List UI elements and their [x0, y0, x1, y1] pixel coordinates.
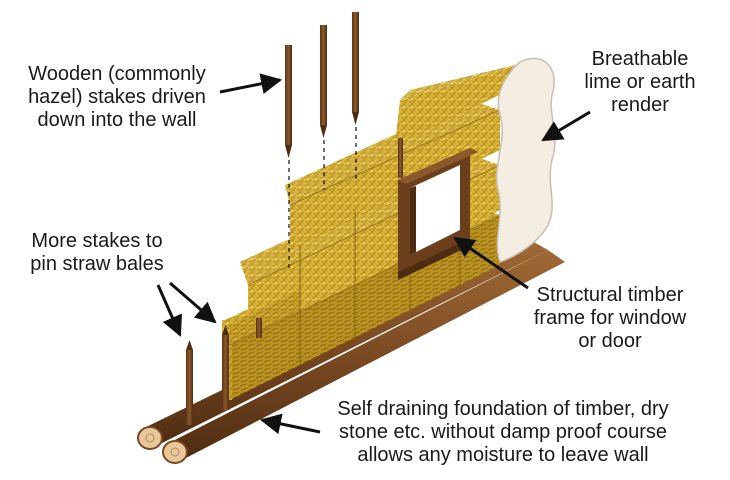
label-wooden-stakes: Wooden (commonly hazel) stakes driven do…: [8, 63, 226, 132]
label-line: Structural timber: [536, 284, 684, 306]
label-line: Breathable: [591, 48, 689, 70]
label-line: stone etc. without damp proof course: [339, 421, 667, 443]
arrow-stakes-top: [219, 73, 283, 95]
arrow-frame: [453, 236, 529, 290]
label-more-stakes: More stakes to pin straw bales: [12, 230, 182, 276]
arrow-stakes-side-2: [169, 281, 217, 324]
lime-render: [495, 57, 556, 263]
label-line: lime or earth: [584, 71, 696, 93]
stake-1: [285, 45, 292, 270]
label-line: frame for window: [533, 307, 687, 329]
label-line: More stakes to: [31, 230, 163, 252]
arrow-render: [541, 110, 591, 142]
label-line: Wooden (commonly: [28, 63, 206, 85]
stake-3: [352, 12, 359, 180]
label-line: pin straw bales: [30, 253, 164, 275]
arrow-stakes-side-1: [156, 284, 182, 337]
label-line: allows any moisture to leave wall: [357, 444, 649, 466]
label-line: hazel) stakes driven: [28, 86, 206, 108]
callout-arrows: [156, 73, 591, 435]
top-stakes: [285, 12, 359, 270]
arrow-foundation: [259, 413, 321, 435]
label-foundation: Self draining foundation of timber, dry …: [318, 398, 688, 467]
side-stakes: [186, 318, 262, 425]
label-line: Self draining foundation of timber, dry: [337, 398, 669, 420]
label-line: down into the wall: [37, 109, 197, 131]
label-line: or door: [578, 330, 642, 352]
label-timber-frame: Structural timber frame for window or do…: [515, 284, 705, 353]
timber-window-frame: [398, 138, 478, 280]
label-render: Breathable lime or earth render: [565, 48, 715, 117]
label-line: render: [611, 94, 669, 116]
stake-2: [320, 25, 327, 190]
